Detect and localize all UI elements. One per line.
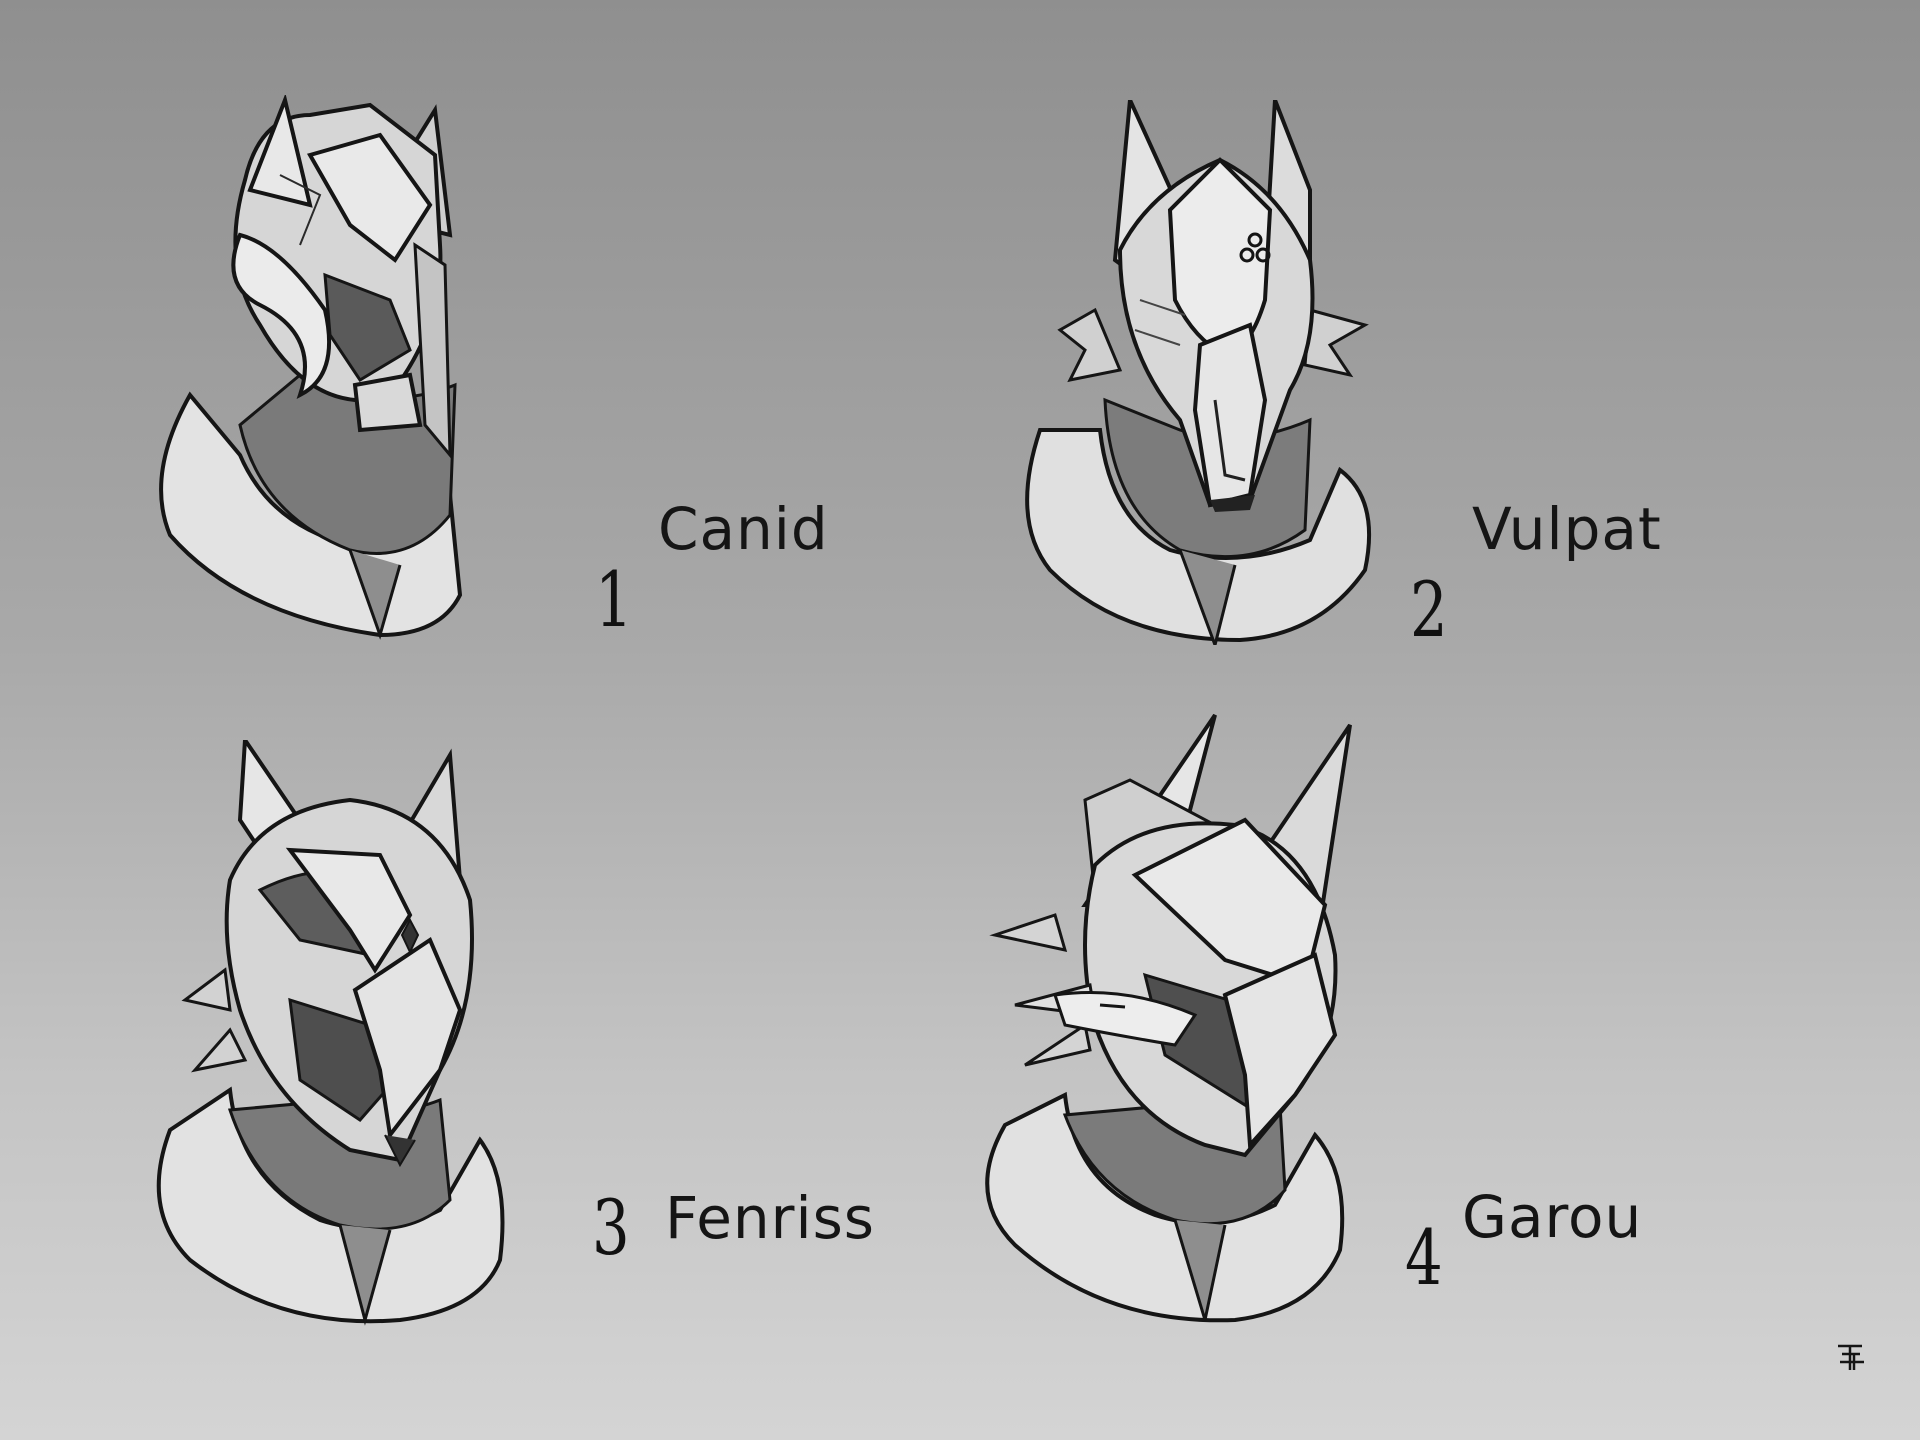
variant-name-fenriss: Fenriss xyxy=(665,1184,876,1252)
variant-number-4: 4 xyxy=(1405,1213,1443,1302)
canid-helmet-drawing xyxy=(159,95,463,640)
artist-signature-mark xyxy=(1834,1340,1868,1374)
variant-name-garou: Garou xyxy=(1462,1183,1643,1251)
vulpat-helmet-drawing xyxy=(1025,100,1372,645)
garou-helmet-sketch xyxy=(975,705,1375,1325)
fenriss-helmet-drawing xyxy=(156,740,505,1326)
variant-number-2: 2 xyxy=(1410,565,1448,654)
variant-number-3: 3 xyxy=(592,1183,630,1272)
fenriss-helmet-sketch xyxy=(150,740,530,1330)
variant-name-vulpat: Vulpat xyxy=(1472,495,1662,563)
variant-name-canid: Canid xyxy=(658,495,829,563)
signature-glyph xyxy=(1838,1344,1864,1370)
garou-helmet-drawing xyxy=(985,713,1352,1323)
canid-helmet-sketch xyxy=(150,95,550,640)
variant-number-1: 1 xyxy=(595,555,633,644)
vulpat-helmet-sketch xyxy=(1010,100,1385,645)
